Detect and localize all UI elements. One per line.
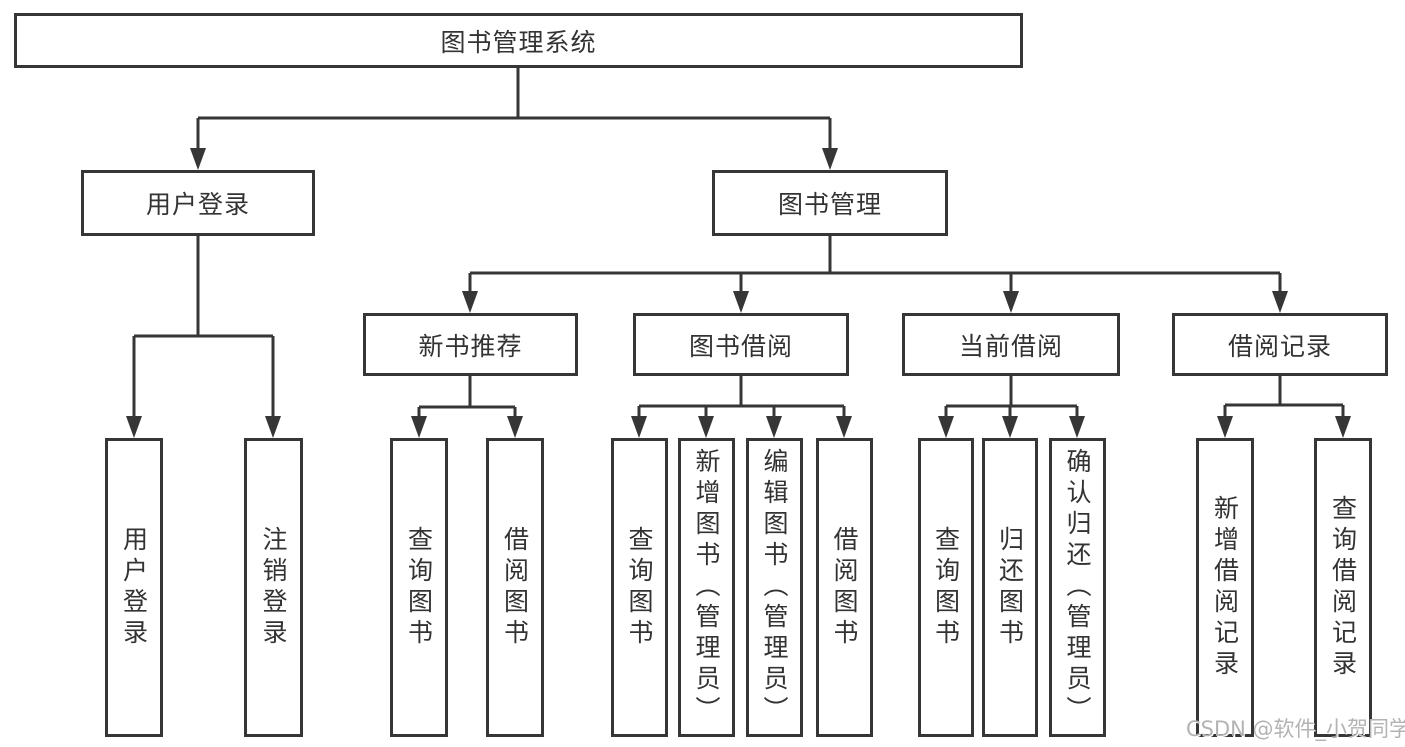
leaf-return-books: 归还图书 bbox=[982, 438, 1038, 737]
arrowhead-down-icon bbox=[631, 416, 647, 438]
node-book-management: 图书管理 bbox=[712, 170, 948, 236]
arrowhead-down-icon bbox=[126, 416, 142, 438]
node-label: 归还图书 bbox=[995, 525, 1025, 650]
node-label: 查询图书 bbox=[404, 525, 434, 650]
arrowhead-down-icon bbox=[822, 148, 838, 170]
node-label: 确认归还（管理员） bbox=[1063, 448, 1092, 727]
node-label: 新增图书（管理员） bbox=[692, 448, 721, 727]
arrowhead-down-icon bbox=[938, 416, 954, 438]
arrowhead-down-icon bbox=[1003, 291, 1019, 313]
leaf-edit-books-admin: 编辑图书（管理员） bbox=[746, 438, 803, 737]
leaf-add-borrow-record: 新增借阅记录 bbox=[1196, 438, 1254, 737]
arrowhead-down-icon bbox=[733, 291, 749, 313]
arrowhead-down-icon bbox=[507, 416, 523, 438]
node-label: 新增借阅记录 bbox=[1210, 494, 1240, 681]
arrowhead-down-icon bbox=[766, 416, 782, 438]
node-label: 用户登录 bbox=[119, 525, 149, 650]
node-label: 编辑图书（管理员） bbox=[760, 448, 789, 727]
node-label: 图书管理 bbox=[777, 190, 882, 219]
arrowhead-down-icon bbox=[1069, 416, 1085, 438]
leaf-query-books-borrow: 查询图书 bbox=[611, 438, 668, 737]
node-label: 查询图书 bbox=[625, 525, 654, 650]
arrowhead-down-icon bbox=[1002, 416, 1018, 438]
arrowhead-down-icon bbox=[190, 148, 206, 170]
node-book-borrowing: 图书借阅 bbox=[633, 313, 849, 376]
node-label: 借阅记录 bbox=[1227, 331, 1332, 361]
leaf-logout: 注销登录 bbox=[244, 438, 303, 737]
leaf-borrow-books: 借阅图书 bbox=[816, 438, 873, 737]
leaf-confirm-return-admin: 确认归还（管理员） bbox=[1049, 438, 1106, 737]
node-library-management-system: 图书管理系统 bbox=[14, 13, 1023, 68]
node-label: 图书借阅 bbox=[688, 331, 793, 361]
csdn-watermark: CSDN @软件_小贺同学 bbox=[1186, 717, 1405, 741]
leaf-query-books-recommend: 查询图书 bbox=[390, 438, 448, 737]
leaf-query-borrow-record: 查询借阅记录 bbox=[1314, 438, 1372, 737]
leaf-add-books-admin: 新增图书（管理员） bbox=[678, 438, 735, 737]
node-label: 注销登录 bbox=[259, 525, 288, 650]
node-label: 用户登录 bbox=[145, 190, 250, 219]
arrowhead-down-icon bbox=[1217, 416, 1233, 438]
node-user-login: 用户登录 bbox=[81, 170, 315, 236]
arrowhead-down-icon bbox=[265, 416, 281, 438]
node-label: 查询图书 bbox=[931, 525, 961, 650]
arrowhead-down-icon bbox=[411, 416, 427, 438]
node-label: 借阅图书 bbox=[500, 525, 530, 650]
node-label: 图书管理系统 bbox=[440, 27, 597, 57]
node-borrowing-records: 借阅记录 bbox=[1172, 313, 1388, 376]
leaf-user-login: 用户登录 bbox=[105, 438, 163, 737]
node-label: 新书推荐 bbox=[418, 331, 523, 361]
node-new-book-recommendation: 新书推荐 bbox=[363, 313, 578, 376]
arrowhead-down-icon bbox=[698, 416, 714, 438]
arrowhead-down-icon bbox=[1272, 291, 1288, 313]
leaf-borrow-books-recommend: 借阅图书 bbox=[486, 438, 544, 737]
node-current-borrowing: 当前借阅 bbox=[902, 313, 1120, 376]
arrowhead-down-icon bbox=[836, 416, 852, 438]
node-label: 查询借阅记录 bbox=[1328, 494, 1358, 681]
node-label: 当前借阅 bbox=[958, 331, 1063, 361]
node-label: 借阅图书 bbox=[830, 525, 859, 650]
arrowhead-down-icon bbox=[1335, 416, 1351, 438]
leaf-query-books-current: 查询图书 bbox=[918, 438, 974, 737]
arrowhead-down-icon bbox=[462, 291, 478, 313]
